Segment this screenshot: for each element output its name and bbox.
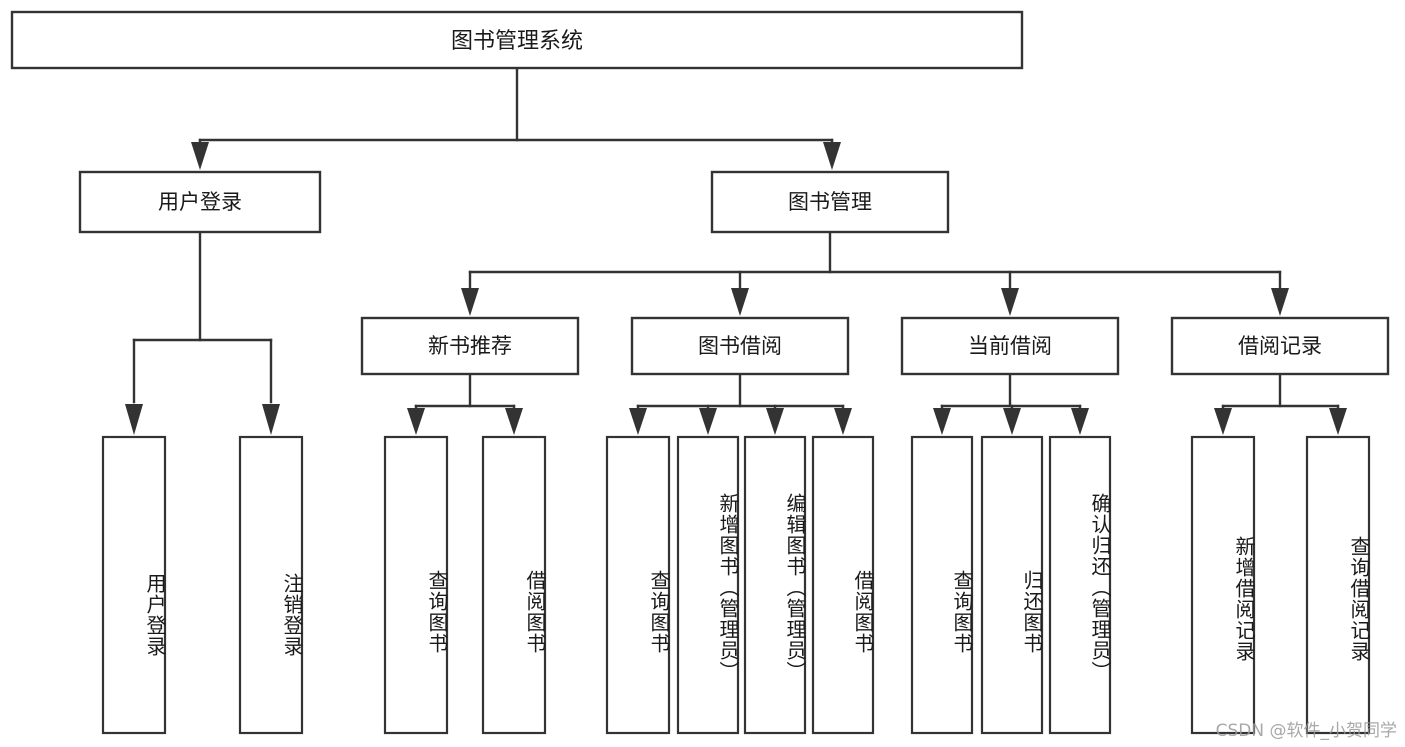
arrowhead-leaf-return-book	[1003, 408, 1021, 435]
arrowhead-book-borrow	[731, 288, 749, 316]
arrowhead-current-borrow	[1001, 288, 1019, 316]
node-current-borrow-label: 当前借阅	[968, 334, 1052, 358]
node-leaf-query-book-current[interactable]	[910, 435, 974, 735]
arrowhead-leaf-borrow-book	[834, 408, 852, 435]
node-leaf-query-book-borrow[interactable]	[605, 435, 671, 735]
node-leaf-add-book-admin[interactable]	[676, 435, 740, 735]
node-new-book-recommend-label: 新书推荐	[428, 334, 512, 358]
node-book-borrow-label: 图书借阅	[698, 334, 782, 358]
arrowhead-borrow-record	[1271, 288, 1289, 316]
node-leaf-query-borrow-record[interactable]	[1305, 435, 1371, 735]
node-root-label: 图书管理系统	[451, 29, 583, 54]
arrowhead-leaf-logout-login	[262, 404, 280, 435]
node-leaf-add-borrow-record[interactable]	[1190, 435, 1256, 735]
node-leaf-user-login[interactable]	[101, 435, 167, 735]
arrowhead-leaf-add-borrow-record	[1214, 408, 1232, 435]
connector-layer	[125, 66, 1347, 435]
node-leaf-borrow-book[interactable]	[811, 435, 875, 735]
node-borrow-record[interactable]: 借阅记录	[1170, 316, 1390, 376]
arrowhead-leaf-query-book-current	[933, 408, 951, 435]
arrowhead-leaf-edit-book-admin	[766, 408, 784, 435]
node-layer: 图书管理系统 用户登录 图书管理 新书推荐 图书借阅 当前	[10, 10, 1390, 735]
arrowhead-leaf-user-login	[125, 404, 143, 435]
arrowhead-leaf-query-book-recommend	[407, 408, 425, 435]
arrowhead-user-login	[191, 142, 209, 170]
node-leaf-confirm-return-admin[interactable]	[1048, 435, 1112, 735]
node-book-manage-label: 图书管理	[788, 190, 872, 214]
node-leaf-logout-login[interactable]	[238, 435, 304, 735]
node-borrow-record-label: 借阅记录	[1238, 334, 1322, 358]
arrowhead-leaf-add-book-admin	[699, 408, 717, 435]
node-current-borrow[interactable]: 当前借阅	[900, 316, 1120, 376]
node-user-login-label: 用户登录	[158, 190, 242, 214]
arrowhead-leaf-borrow-book-recommend	[505, 408, 523, 435]
arrowhead-leaf-query-borrow-record	[1329, 408, 1347, 435]
node-new-book-recommend[interactable]: 新书推荐	[360, 316, 580, 376]
arrowhead-book-manage	[823, 142, 841, 170]
node-book-borrow[interactable]: 图书借阅	[630, 316, 850, 376]
node-book-manage[interactable]: 图书管理	[710, 170, 950, 234]
csdn-watermark: CSDN @软件_小贺同学	[1215, 721, 1397, 741]
node-leaf-query-book-recommend[interactable]	[383, 435, 449, 735]
node-root[interactable]: 图书管理系统	[10, 10, 1024, 70]
node-leaf-return-book[interactable]	[980, 435, 1044, 735]
node-leaf-edit-book-admin[interactable]	[743, 435, 807, 735]
arrowhead-new-book-recommend	[461, 288, 479, 316]
arrowhead-leaf-query-book-borrow	[629, 408, 647, 435]
node-user-login[interactable]: 用户登录	[78, 170, 322, 234]
node-leaf-borrow-book-recommend[interactable]	[481, 435, 547, 735]
arrowhead-leaf-confirm-return-admin	[1071, 408, 1089, 435]
